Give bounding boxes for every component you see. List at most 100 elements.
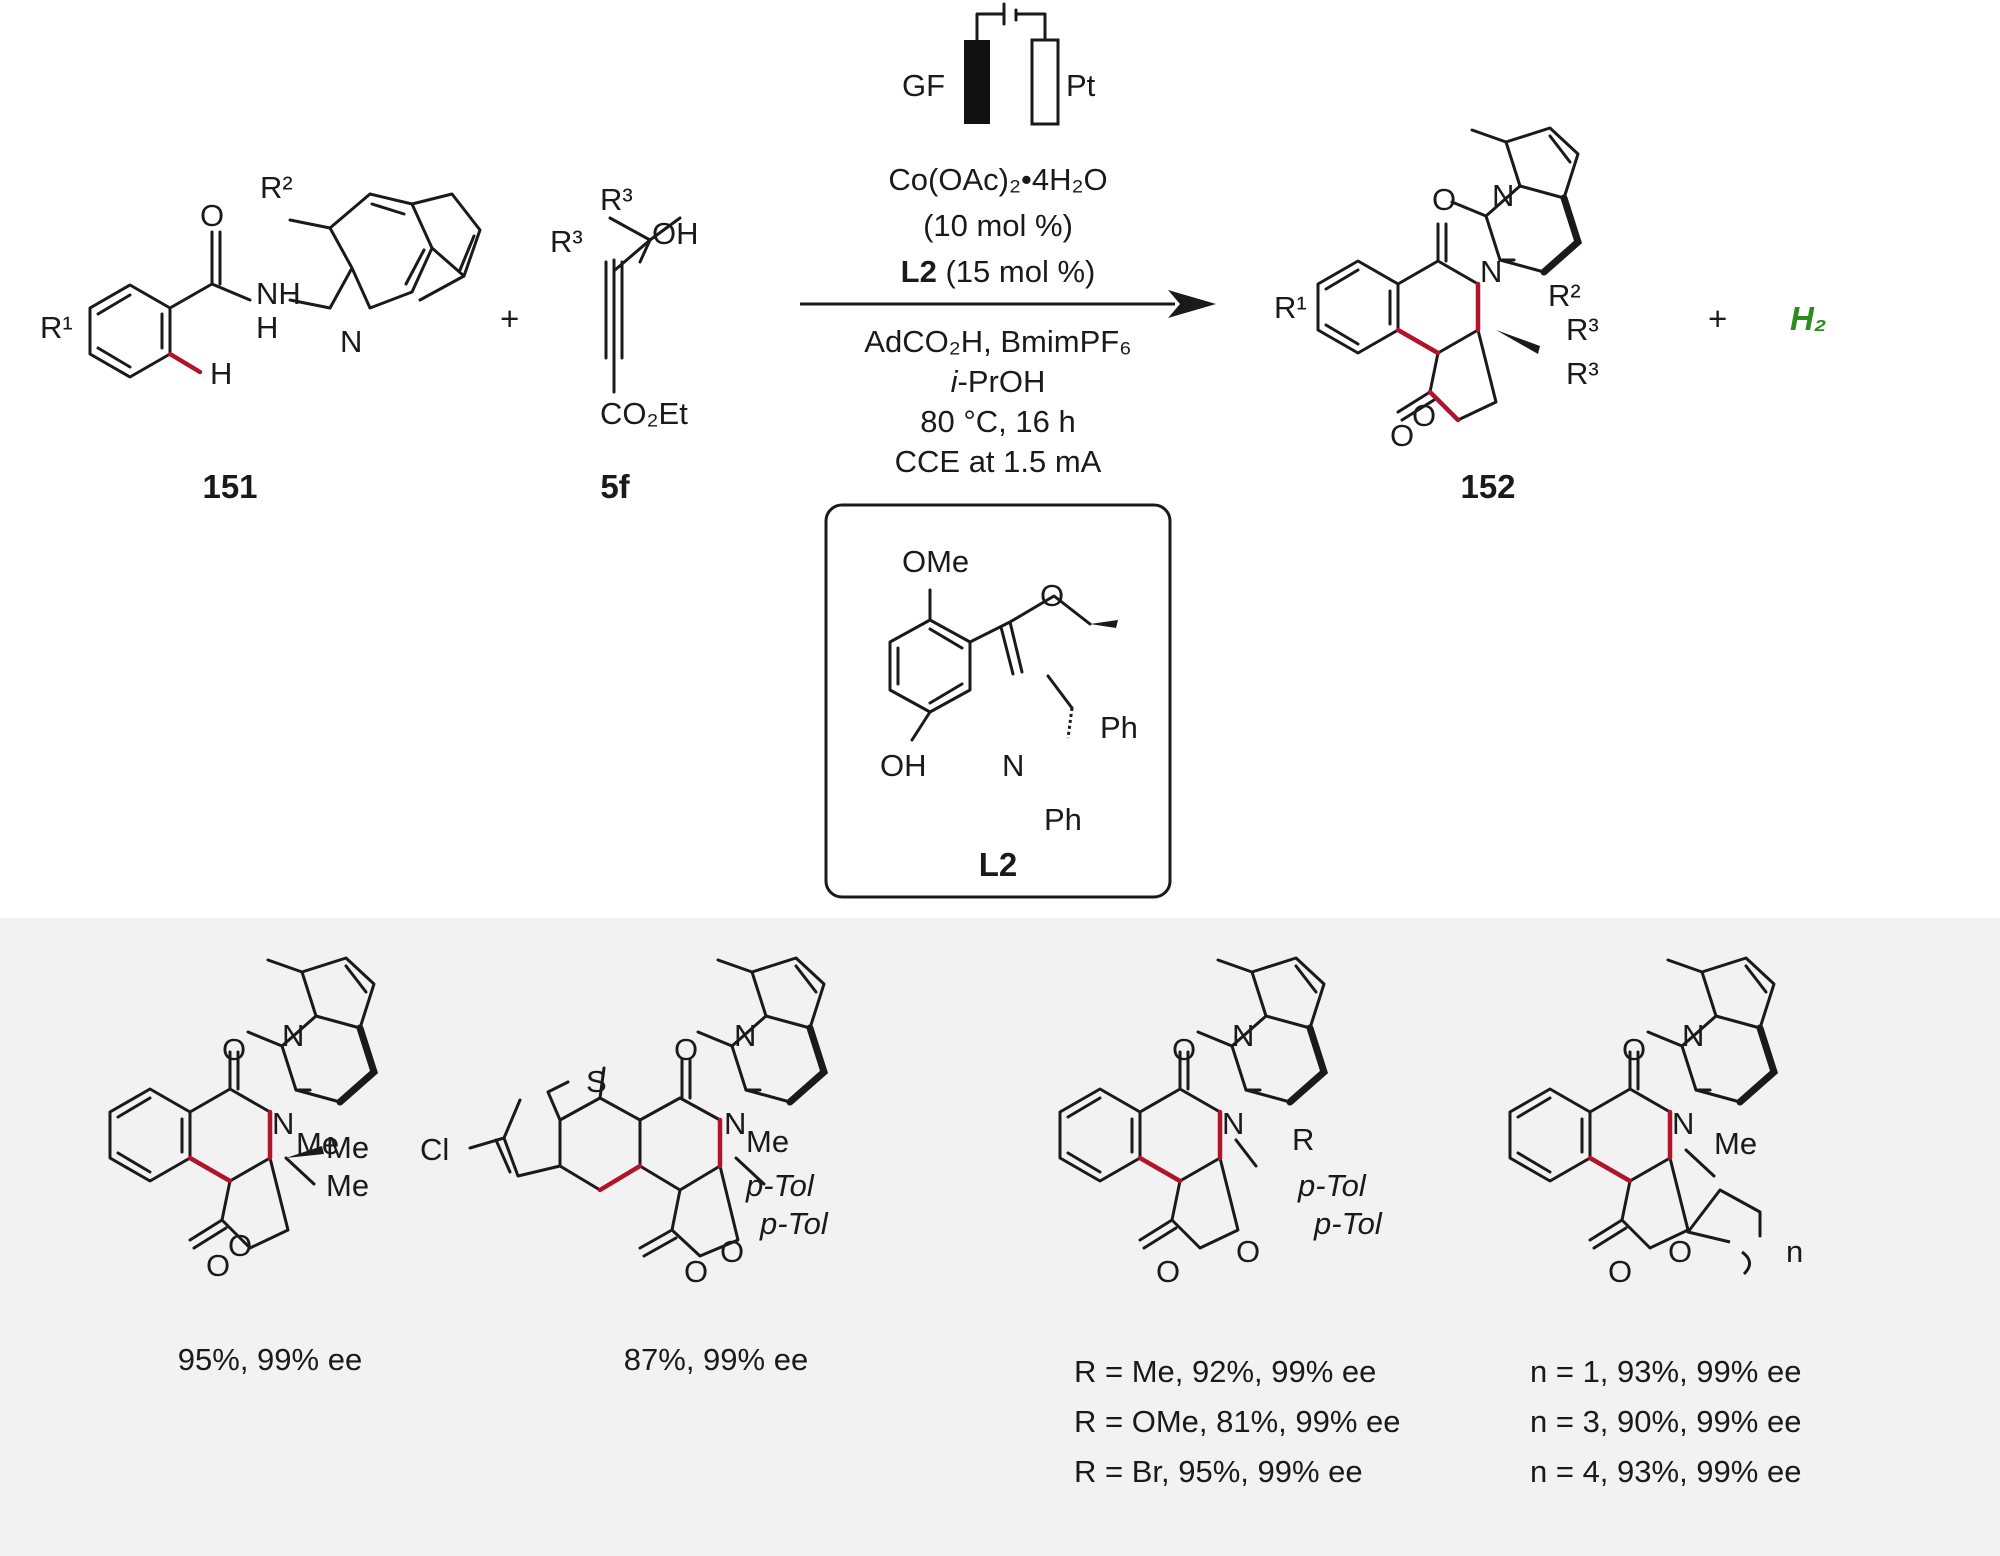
ex3-n-quinoline: N bbox=[1232, 1018, 1254, 1053]
solvent-text: i-PrOH bbox=[951, 364, 1046, 399]
catalyst-text: Co(OAc)₂•4H₂O bbox=[888, 162, 1107, 197]
label-oh: OH bbox=[652, 216, 699, 251]
ex3-ptol-2: p-Tol bbox=[1313, 1206, 1383, 1241]
ex1-me-1: Me bbox=[326, 1130, 369, 1165]
label-r3-product-2: R³ bbox=[1566, 356, 1599, 391]
ex4-o-lactone: O bbox=[1608, 1254, 1632, 1289]
label-co2et: CO₂Et bbox=[600, 396, 688, 431]
ex1-o-ring: O bbox=[228, 1228, 252, 1263]
label-o: O bbox=[200, 198, 224, 233]
catalyst-loading-text: (10 mol %) bbox=[923, 208, 1073, 243]
label-o-lactam: O bbox=[1432, 182, 1456, 217]
label-o-oxazoline: O bbox=[1040, 578, 1064, 613]
example-1-structure: O N N Me Me Me O O bbox=[108, 958, 374, 1283]
label-n-oxazoline: N bbox=[1002, 748, 1024, 783]
solvent-rest: -PrOH bbox=[958, 364, 1046, 399]
label-n-quinoline: N bbox=[340, 324, 362, 359]
compound-5f-label: 5f bbox=[600, 468, 630, 505]
ex4-o-lactam: O bbox=[1622, 1032, 1646, 1067]
example-2-result: 87%, 99% ee bbox=[624, 1342, 808, 1377]
ex1-me-2: Me bbox=[326, 1168, 369, 1203]
label-ph-1: Ph bbox=[1100, 710, 1138, 745]
ex1-n-quinoline: N bbox=[282, 1018, 304, 1053]
electrochemical-cell: GF Pt bbox=[902, 2, 1096, 126]
ex2-ptol-1: p-Tol bbox=[745, 1168, 815, 1203]
ex2-ptol-2: p-Tol bbox=[759, 1206, 829, 1241]
label-r2: R² bbox=[260, 170, 293, 205]
example-4-result-2: n = 3, 90%, 99% ee bbox=[1530, 1404, 1801, 1439]
ex4-o-ring: O bbox=[1668, 1234, 1692, 1269]
ex3-o-lactone: O bbox=[1156, 1254, 1180, 1289]
cathode-label: Pt bbox=[1066, 68, 1096, 103]
ex2-me-aryl: Me bbox=[746, 1124, 789, 1159]
label-n-lactam: N bbox=[1480, 254, 1502, 289]
label-r3-top: R³ bbox=[600, 182, 633, 217]
ex1-o-lactam: O bbox=[222, 1032, 246, 1067]
scope-panel bbox=[0, 918, 2000, 1556]
label-r3-product-1: R³ bbox=[1566, 312, 1599, 347]
example-3-result-2: R = OMe, 81%, 99% ee bbox=[1074, 1404, 1401, 1439]
product-152-structure: O N N R¹ R² R³ R³ O O bbox=[1274, 128, 1599, 453]
additives-text: AdCO₂H, BmimPF₆ bbox=[864, 324, 1131, 359]
label-nh: NH bbox=[256, 276, 301, 311]
plus-sign-2: + bbox=[1708, 300, 1727, 337]
ligand-box-frame bbox=[824, 503, 1172, 899]
label-ph-2: Ph bbox=[1044, 802, 1082, 837]
ex1-n-lactam: N bbox=[272, 1106, 294, 1141]
ex2-o-lactam: O bbox=[674, 1032, 698, 1067]
ex2-n-quinoline: N bbox=[734, 1018, 756, 1053]
label-n-quinoline-product: N bbox=[1492, 178, 1514, 213]
alkyne-5f-structure: R³ R³ OH CO₂Et bbox=[550, 182, 699, 431]
label-r1: R¹ bbox=[40, 310, 73, 345]
example-1-result: 95%, 99% ee bbox=[178, 1342, 362, 1377]
example-3-result-1: R = Me, 92%, 99% ee bbox=[1074, 1354, 1376, 1389]
hydrogen-byproduct: H₂ bbox=[1790, 300, 1826, 337]
label-r1-product: R¹ bbox=[1274, 290, 1307, 325]
substrate-151-structure: R¹ O NH H R² H N bbox=[40, 170, 482, 391]
ex2-cl: Cl bbox=[420, 1132, 449, 1167]
example-3-result-3: R = Br, 95%, 99% ee bbox=[1074, 1454, 1363, 1489]
example-4-structure: O N N Me n O O bbox=[1508, 958, 1803, 1289]
ex2-o-lactone: O bbox=[684, 1254, 708, 1289]
label-oh-ligand: OH bbox=[880, 748, 927, 783]
example-4-result-1: n = 1, 93%, 99% ee bbox=[1530, 1354, 1801, 1389]
compound-151-label: 151 bbox=[202, 468, 257, 505]
example-2-structure: S Cl O N N Me p-Tol p-Tol O O bbox=[420, 958, 829, 1289]
ex4-n-quinoline: N bbox=[1682, 1018, 1704, 1053]
cathode-electrode bbox=[1030, 38, 1060, 126]
ex2-o-ring: O bbox=[720, 1234, 744, 1269]
anode-label: GF bbox=[902, 68, 945, 103]
ex2-n-lactam: N bbox=[724, 1106, 746, 1141]
example-3-structure: O N N R p-Tol p-Tol O O bbox=[1058, 958, 1383, 1289]
ligand-name: L2 bbox=[901, 254, 937, 289]
example-4-result-3: n = 4, 93%, 99% ee bbox=[1530, 1454, 1801, 1489]
plus-sign-1: + bbox=[500, 300, 519, 337]
electrolysis-text: CCE at 1.5 mA bbox=[895, 444, 1102, 479]
label-h-ortho: H bbox=[210, 356, 232, 391]
ex3-n-lactam: N bbox=[1222, 1106, 1244, 1141]
ex3-r: R bbox=[1292, 1122, 1314, 1157]
ex3-o-ring: O bbox=[1236, 1234, 1260, 1269]
ex1-me-aryl: Me bbox=[296, 1126, 339, 1161]
ex3-ptol-1: p-Tol bbox=[1297, 1168, 1367, 1203]
compound-l2-label: L2 bbox=[979, 846, 1018, 883]
ligand-l2-box: OMe OH O N Ph Ph L2 bbox=[824, 503, 1172, 899]
ex2-s: S bbox=[586, 1064, 607, 1099]
label-o-lactone: O bbox=[1390, 418, 1414, 453]
ex4-n-lactam: N bbox=[1672, 1106, 1694, 1141]
solvent-prefix: i bbox=[951, 364, 959, 399]
anode-electrode bbox=[964, 40, 990, 124]
reaction-arrow-head bbox=[1168, 290, 1216, 318]
label-h-on-n: H bbox=[256, 310, 278, 345]
label-o-ring: O bbox=[1412, 398, 1436, 433]
temperature-time-text: 80 °C, 16 h bbox=[920, 404, 1075, 439]
label-ome: OMe bbox=[902, 544, 969, 579]
label-r2-product: R² bbox=[1548, 278, 1581, 313]
reaction-conditions: Co(OAc)₂•4H₂O (10 mol %) L2 (15 mol %) A… bbox=[800, 162, 1216, 479]
ex4-n-index: n bbox=[1786, 1234, 1803, 1269]
ligand-loading: (15 mol %) bbox=[945, 254, 1095, 289]
compound-152-label: 152 bbox=[1460, 468, 1515, 505]
ex4-me-aryl: Me bbox=[1714, 1126, 1757, 1161]
ex3-o-lactam: O bbox=[1172, 1032, 1196, 1067]
